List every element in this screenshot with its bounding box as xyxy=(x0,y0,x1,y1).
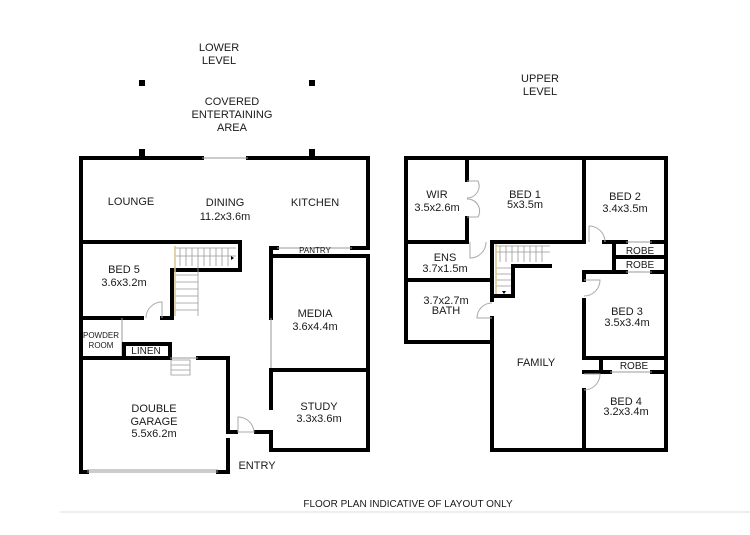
ens-door[interactable] xyxy=(469,241,487,259)
wir-size: 3.5x2.6m xyxy=(414,202,459,214)
garage-steps xyxy=(170,359,191,376)
wir-label: WIR xyxy=(426,189,447,201)
bed5-door[interactable] xyxy=(145,301,163,319)
bed4-door[interactable] xyxy=(583,373,601,391)
wall xyxy=(79,240,242,320)
ens-label: ENS xyxy=(434,252,457,264)
covered-area-label-line3: AREA xyxy=(217,122,248,134)
entry-label: ENTRY xyxy=(238,460,276,472)
layout-disclaimer: FLOOR PLAN INDICATIVE OF LAYOUT ONLY xyxy=(303,499,513,510)
bath-label: BATH xyxy=(432,305,461,317)
wall xyxy=(404,156,668,452)
upper-staircase xyxy=(495,244,550,294)
robe3-label: ROBE xyxy=(620,361,649,372)
garage-label-line2: GARAGE xyxy=(130,416,177,428)
robe2-label: ROBE xyxy=(626,260,655,271)
bed5-size: 3.6x3.2m xyxy=(101,277,146,289)
bed4-label: BED 4 xyxy=(610,396,642,408)
bed3-label: BED 3 xyxy=(611,306,643,318)
entry-door[interactable] xyxy=(237,416,255,433)
powder-room-label-line2: ROOM xyxy=(89,341,114,350)
pantry-label: PANTRY xyxy=(299,246,331,255)
study-size: 3.3x3.6m xyxy=(296,413,341,425)
wall xyxy=(196,356,230,434)
lower-level-title-line1: LOWER xyxy=(199,42,239,54)
bed5-label: BED 5 xyxy=(108,264,140,276)
covered-area-label-line2: ENTERTAINING xyxy=(192,109,273,121)
wall xyxy=(246,156,370,250)
post xyxy=(309,149,315,157)
media-label: MEDIA xyxy=(298,308,334,320)
media-size: 3.6x4.4m xyxy=(292,321,337,333)
powder-room-label-line1: POWDER xyxy=(83,331,119,340)
upper-level-title-line2: LEVEL xyxy=(523,86,557,98)
garage-roller-door[interactable] xyxy=(87,469,218,473)
bed2-label: BED 2 xyxy=(609,191,641,203)
bed4-size: 3.2x3.4m xyxy=(603,406,648,418)
robe1-label: ROBE xyxy=(626,246,655,257)
ens-size: 3.7x1.5m xyxy=(422,263,467,275)
upper-level-title-line1: UPPER xyxy=(521,73,559,85)
post xyxy=(309,80,315,86)
dining-size: 11.2x3.6m xyxy=(200,211,251,223)
wall xyxy=(269,254,370,452)
study-label: STUDY xyxy=(300,401,338,413)
bed3-door[interactable] xyxy=(583,279,601,297)
bath-door[interactable] xyxy=(476,302,493,319)
post xyxy=(139,149,145,157)
kitchen-label: KITCHEN xyxy=(291,197,339,209)
lounge-label: LOUNGE xyxy=(108,196,154,208)
bed2-size: 3.4x3.5m xyxy=(602,203,647,215)
post xyxy=(139,80,145,86)
staircase xyxy=(174,246,236,316)
bed1-label: BED 1 xyxy=(509,189,541,201)
wir-double-door[interactable] xyxy=(466,180,481,218)
covered-area-label-line1: COVERED xyxy=(205,96,259,108)
bed2-door[interactable] xyxy=(588,225,606,243)
family-label: FAMILY xyxy=(517,357,556,369)
linen-label: LINEN xyxy=(131,346,160,357)
lower-level-title-line2: LEVEL xyxy=(202,55,236,67)
wall xyxy=(492,264,552,298)
bed3-size: 3.5x3.4m xyxy=(604,317,649,329)
wall xyxy=(122,342,172,358)
bed1-size: 5x3.5m xyxy=(507,199,543,211)
bath-size: 3.7x2.7m xyxy=(423,295,468,307)
lower-level-plan: LOWER LEVEL COVERED ENTERTAINING AREA xyxy=(79,42,370,474)
dining-label: DINING xyxy=(206,197,245,209)
garage-label-line1: DOUBLE xyxy=(131,403,176,415)
upper-level-plan: UPPER LEVEL xyxy=(404,73,668,452)
garage-size: 5.5x6.2m xyxy=(131,428,176,440)
wall xyxy=(216,438,230,474)
